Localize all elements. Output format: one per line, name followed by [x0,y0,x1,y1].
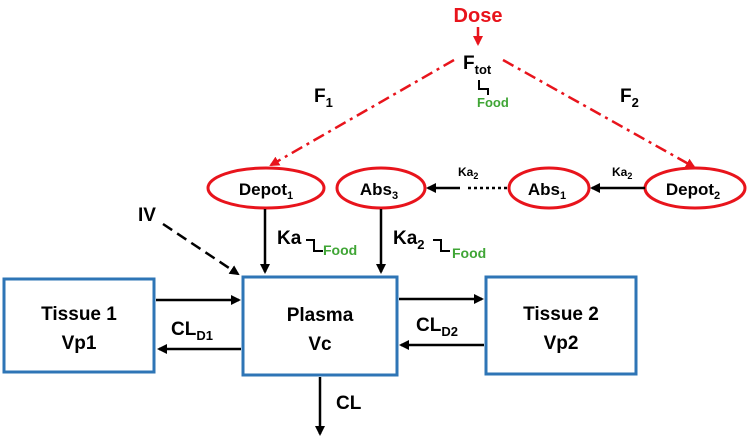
ftot-base: F [463,53,475,74]
ka2-label: Ka2 [393,228,425,252]
depot1-base: Depot [239,180,288,199]
ka2-small-middle-base: Ka [458,165,474,179]
depot2-base: Depot [666,180,715,199]
f2-sub: 2 [632,95,639,110]
cld2-label: CLD2 [416,315,458,339]
f1-label: F1 [314,86,333,110]
tissue1-compartment [2,277,156,374]
f1-base: F [314,86,326,107]
plasma-volume: Vc [308,334,332,355]
f2-base: F [620,86,632,107]
ka2-small-right-sub: 2 [627,171,632,181]
cld1-base: CL [171,319,197,340]
tissue2-compartment [484,275,638,376]
ka-food-step [306,239,323,252]
abs1-sub: 1 [560,190,566,202]
ka2-sub: 2 [417,237,424,252]
cl-label: CL [336,393,362,414]
iv-label: IV [138,205,156,226]
depot1-compartment [206,166,326,210]
ka2-small-middle-sub: 2 [473,171,478,181]
tissue1-name: Tissue 1 [41,304,117,325]
abs3-base: Abs [360,180,392,199]
iv-dashed-arrow [162,222,240,276]
plasma-name: Plasma [287,305,354,326]
tissue1-volume: Vp1 [62,333,97,354]
cld1-sub: D1 [196,328,213,343]
f1-path-line [269,58,455,167]
ka2-food-label: Food [452,245,486,261]
depot2-label: Depot2 [666,180,720,202]
ka2-small-label-middle: Ka2 [458,165,478,181]
ftot-food-step [478,80,489,95]
cld1-label: CLD1 [171,319,213,343]
cld2-sub: D2 [441,324,458,339]
f2-label: F2 [620,86,639,110]
dose-label: Dose [454,5,503,27]
abs3-label: Abs3 [360,180,398,202]
ka-label: Ka [277,228,302,249]
ka2-small-right-base: Ka [612,165,628,179]
plasma-compartment [241,275,399,377]
cld2-base: CL [416,315,442,336]
abs1-base: Abs [528,180,560,199]
f2-path-line [502,58,696,169]
abs1-compartment [507,166,591,210]
ftot-label: Ftot [463,53,492,77]
ka-food-label: Food [323,242,357,258]
depot2-sub: 2 [714,190,720,202]
depot1-label: Depot1 [239,180,293,202]
ftot-sub: tot [475,62,492,77]
f1-sub: 1 [326,95,333,110]
ka2-small-label-right: Ka2 [612,165,632,181]
tissue2-volume: Vp2 [544,333,579,354]
abs1-label: Abs1 [528,180,566,202]
depot1-sub: 1 [287,190,293,202]
abs3-compartment [335,166,427,210]
abs3-sub: 3 [392,190,398,202]
ka2-base: Ka [393,228,418,249]
ftot-food-label: Food [477,95,509,110]
tissue2-name: Tissue 2 [523,304,599,325]
ka2-food-step [433,239,450,252]
